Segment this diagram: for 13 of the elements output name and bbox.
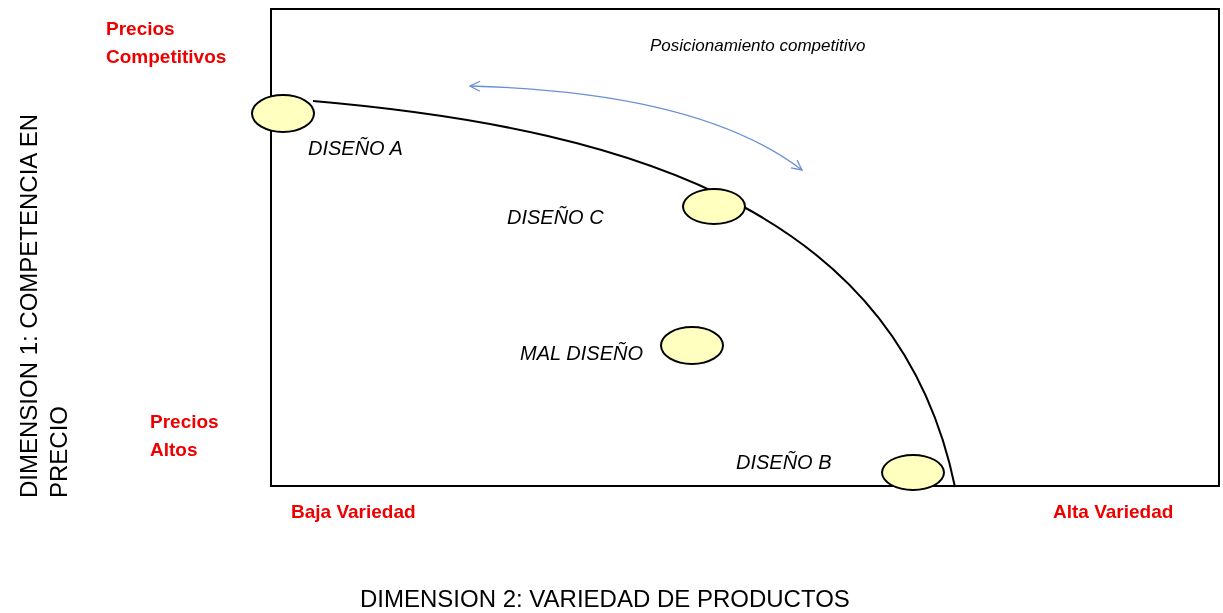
axis-end-label: Precios Altos [150, 410, 220, 462]
design-label: DISEÑO A [308, 137, 403, 160]
ellipse-marker [251, 94, 315, 133]
design-label: DISEÑO B [736, 451, 832, 474]
ellipse-marker [881, 454, 945, 491]
design-label: MAL DISEÑO [520, 342, 643, 365]
axis-title: DIMENSION 2: VARIEDAD DE PRODUCTOS [360, 584, 850, 613]
axis-end-label: Precios Competitivos [106, 17, 228, 69]
design-label: DISEÑO C [507, 206, 604, 229]
annotation-text: Posicionamiento competitivo [650, 36, 866, 56]
axis-title: DIMENSION 1: COMPETENCIA EN PRECIO [14, 112, 73, 498]
axis-end-label: Alta Variedad [1053, 500, 1174, 524]
axis-end-label: Baja Variedad [291, 500, 416, 524]
